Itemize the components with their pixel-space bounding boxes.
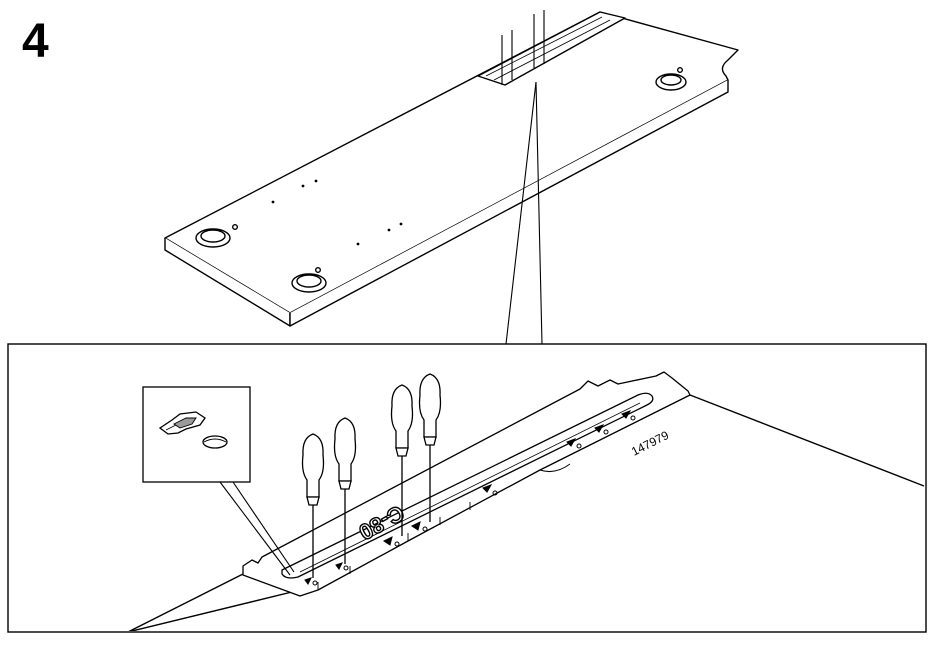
detail-view: C-80 147979 <box>128 371 925 631</box>
zoom-callout-lines <box>505 81 543 345</box>
hole-marker-icon <box>482 484 498 496</box>
hole-marker-icon <box>383 536 400 547</box>
hole-marker-icon <box>594 424 609 435</box>
board-cam-hole-back-left <box>291 267 327 293</box>
hole-marker-icon <box>566 438 582 449</box>
part-number: 147979 <box>629 428 671 459</box>
screwdriver-icon <box>390 384 414 536</box>
board-screwdriver-shafts <box>501 10 545 85</box>
board-cam-hole-front-left <box>195 223 238 248</box>
screwdriver-icon <box>301 433 325 578</box>
detail-frame <box>7 343 927 633</box>
board-overview <box>164 10 739 327</box>
template-cam-hole <box>539 463 571 472</box>
hole-marker-icon <box>621 410 636 421</box>
template-tab-icon <box>158 411 206 435</box>
step-number: 4 <box>22 15 49 68</box>
hole-marker-icon <box>304 577 318 586</box>
detail-board-edges <box>128 394 925 631</box>
inset-box <box>142 386 251 483</box>
board-template-outline <box>477 11 626 86</box>
screwdriver-icon <box>418 373 442 522</box>
screwdriver-icon <box>333 417 357 564</box>
hole-marker-icon <box>335 562 349 571</box>
template-slot <box>281 392 654 579</box>
template-hole-markers <box>304 410 636 586</box>
board-top-face <box>164 11 739 314</box>
board-pilot-holes <box>271 179 403 246</box>
inset-hole-icon <box>202 435 228 449</box>
board-cam-hole-right <box>655 66 687 91</box>
drilling-template <box>242 371 691 597</box>
hole-marker-icon <box>411 521 428 532</box>
inset-detail <box>142 386 295 576</box>
board-side-edge <box>289 80 729 327</box>
